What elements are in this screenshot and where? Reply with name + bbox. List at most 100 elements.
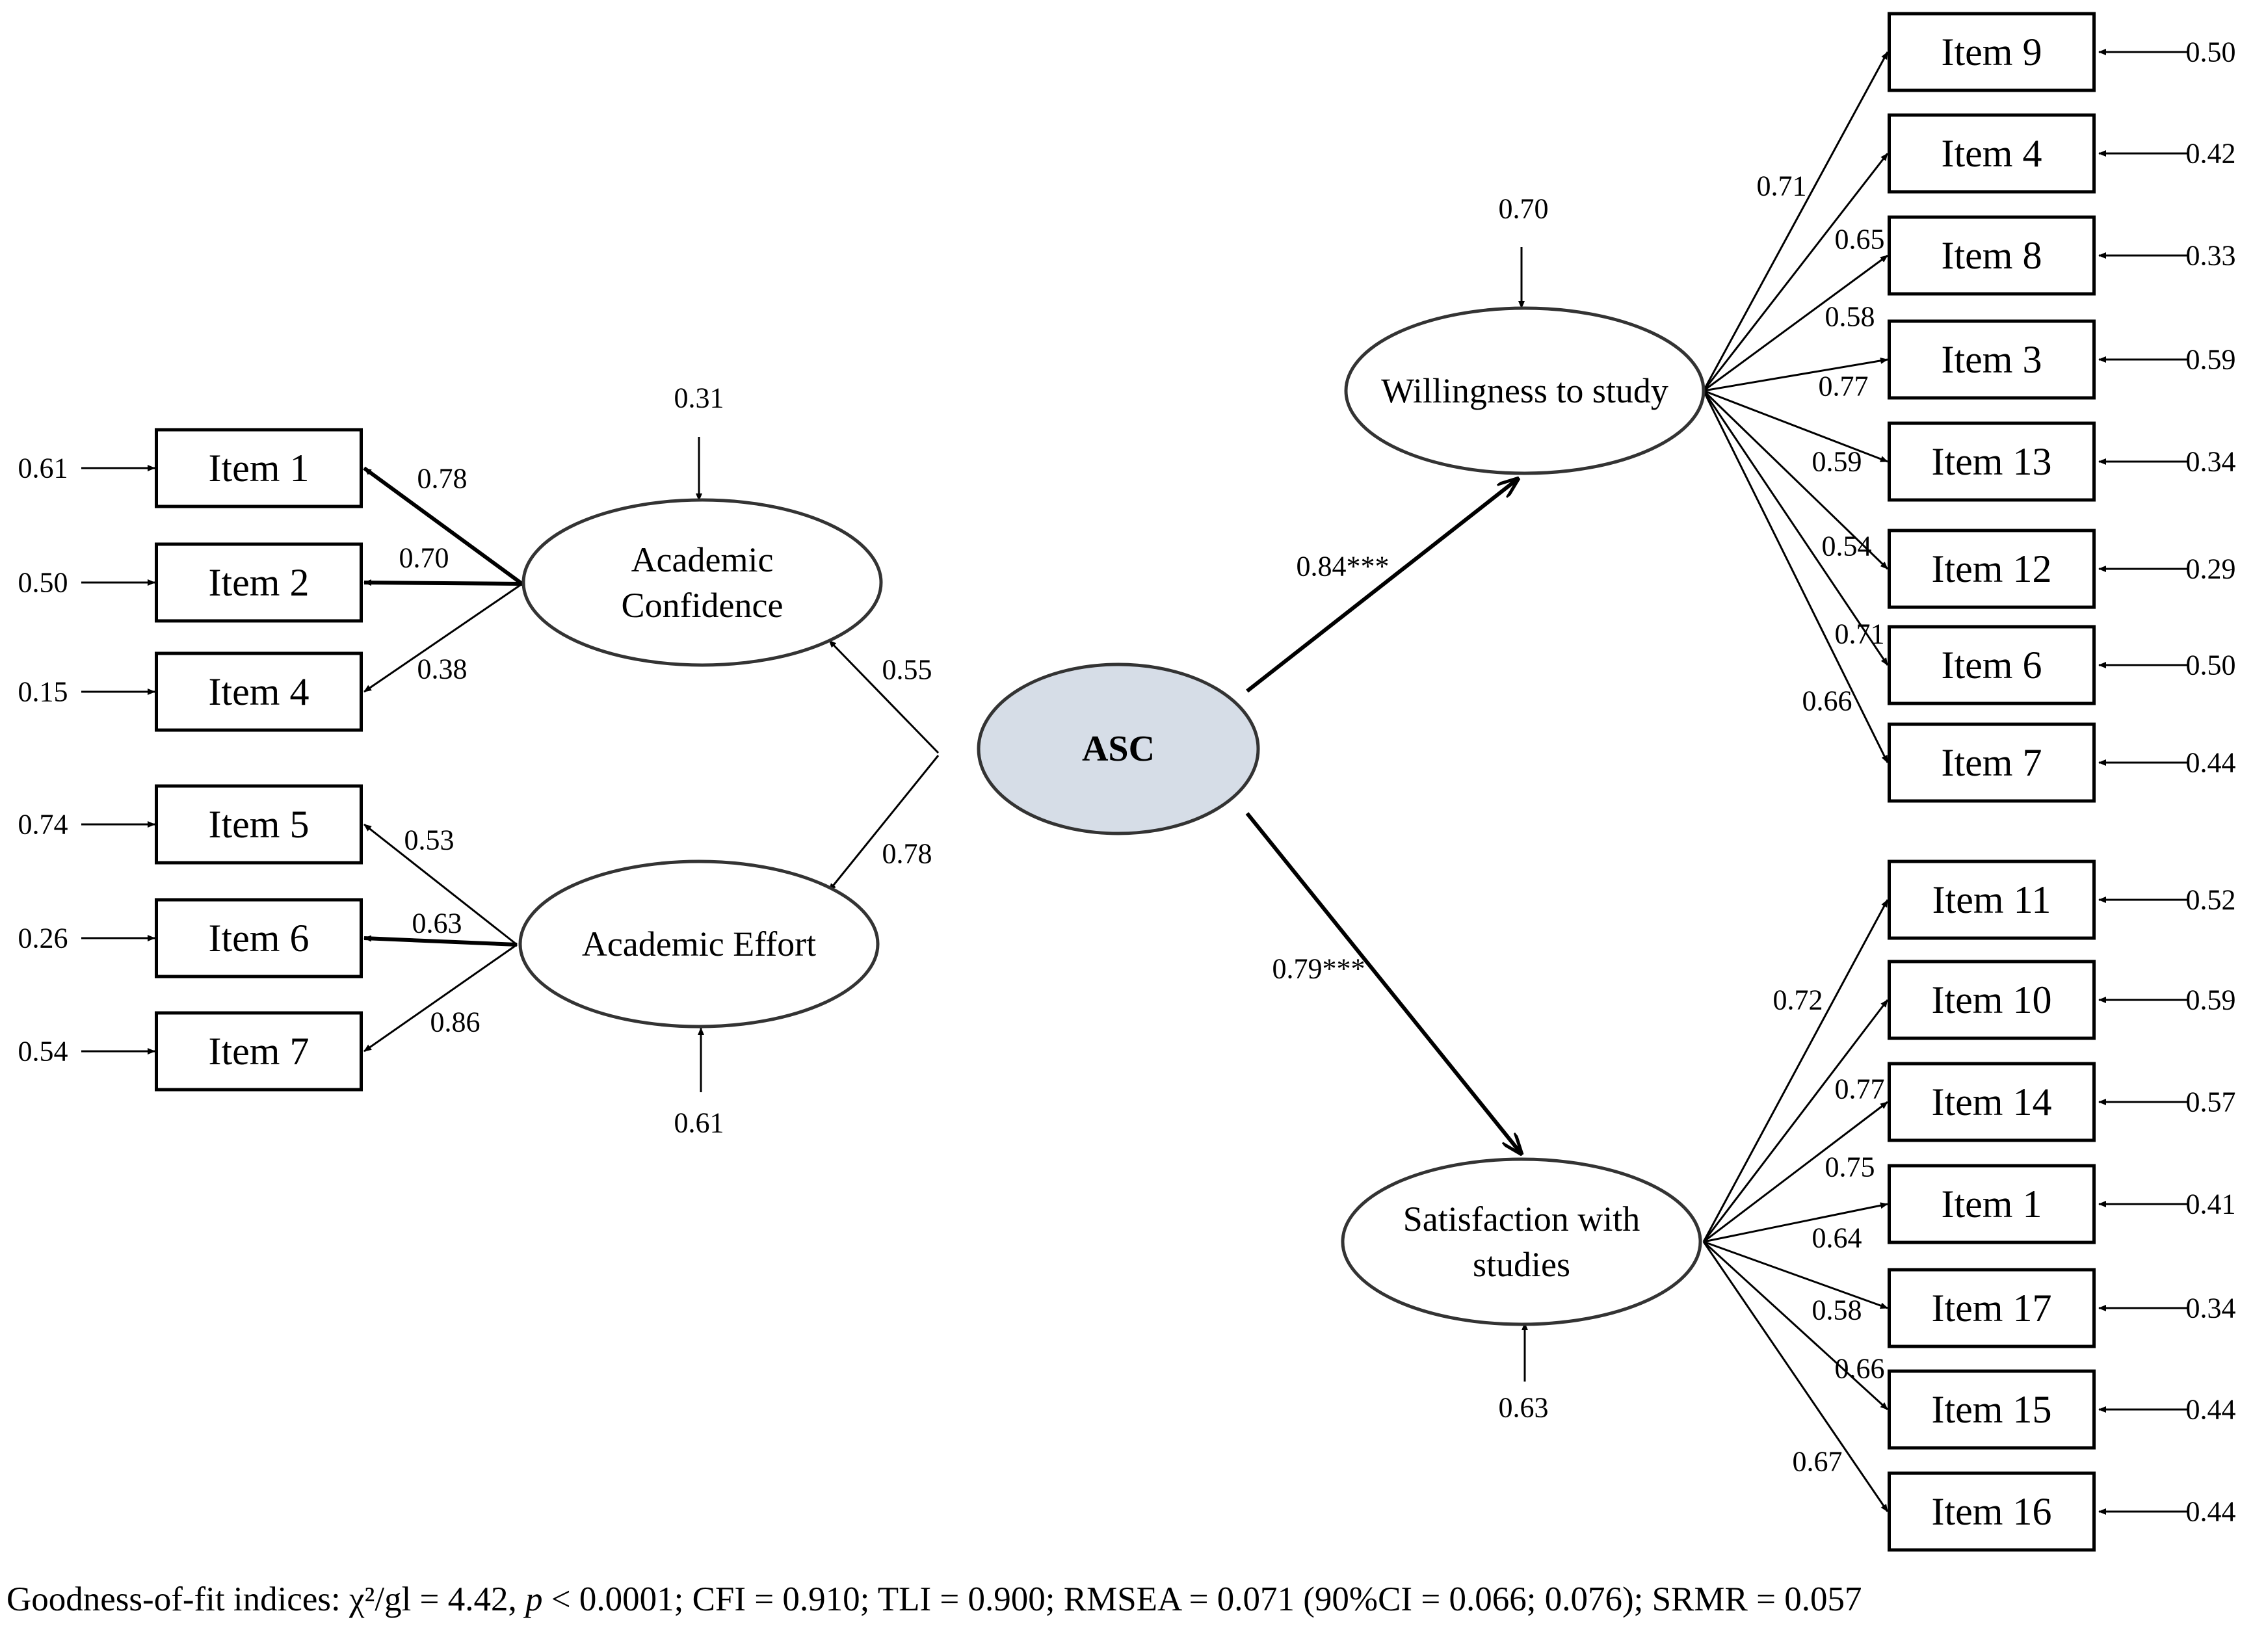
satisfaction-loading: 0.75 bbox=[1825, 1151, 1875, 1183]
satisfaction-item-label: Item 14 bbox=[1932, 1081, 2052, 1123]
effort-loading-arrow bbox=[363, 823, 518, 946]
willingness-error: 0.33 bbox=[2186, 240, 2236, 272]
satisfaction-item-box bbox=[1888, 1062, 2096, 1142]
satisfaction-item-label: Item 10 bbox=[1932, 978, 2052, 1021]
willingness-error: 0.29 bbox=[2186, 553, 2236, 585]
effort-loading-arrow bbox=[363, 943, 518, 1053]
effort-item-label: Item 6 bbox=[209, 917, 310, 960]
willingness-loading-arrow bbox=[1702, 389, 1889, 570]
willingness-to-study-label-line: Willingness to study bbox=[1381, 371, 1668, 410]
effort-item-box bbox=[155, 1011, 363, 1092]
residual-academic-effort: 0.61 bbox=[674, 1107, 724, 1139]
effort-error: 0.26 bbox=[18, 923, 68, 954]
academic-confidence-label-line: Confidence bbox=[622, 586, 784, 625]
willingness-loading: 0.71 bbox=[1757, 170, 1807, 202]
path-asc-academic-effort bbox=[828, 755, 940, 891]
willingness-loading: 0.58 bbox=[1825, 301, 1875, 333]
residual-willingness: 0.70 bbox=[1499, 193, 1549, 225]
willingness-error: 0.50 bbox=[2186, 649, 2236, 681]
satisfaction-loading-arrow bbox=[1702, 899, 1889, 1242]
willingness-loading: 0.71 bbox=[1835, 618, 1885, 650]
confidence-error: 0.15 bbox=[18, 676, 68, 708]
fit-prefix: Goodness-of-fit indices: χ²/gl = 4.42, bbox=[7, 1580, 525, 1618]
willingness-item-box bbox=[1888, 421, 2096, 502]
satisfaction-item-label: Item 1 bbox=[1942, 1183, 2042, 1226]
willingness-item-label: Item 7 bbox=[1942, 741, 2042, 784]
satisfaction-error: 0.34 bbox=[2186, 1292, 2236, 1324]
willingness-loading-arrow bbox=[1702, 153, 1889, 391]
goodness-of-fit-indices: Goodness-of-fit indices: χ²/gl = 4.42, p… bbox=[7, 1580, 1862, 1619]
willingness-loading: 0.66 bbox=[1802, 685, 1852, 717]
academic-confidence-label-line: Academic bbox=[631, 540, 774, 579]
satisfaction-loading-arrow bbox=[1702, 1241, 1889, 1512]
satisfaction-item-box bbox=[1888, 859, 2096, 940]
satisfaction-loading-arrow bbox=[1703, 1240, 1888, 1309]
confidence-item-box bbox=[155, 651, 363, 732]
confidence-loading-arrow bbox=[363, 579, 523, 586]
satisfaction-item-box bbox=[1888, 1268, 2096, 1348]
academic-effort-ellipse bbox=[518, 859, 880, 1029]
satisfaction-item-box bbox=[1888, 1369, 2096, 1450]
confidence-error: 0.61 bbox=[18, 452, 68, 484]
satisfaction-with-studies-label-line: Satisfaction with bbox=[1403, 1200, 1640, 1239]
willingness-loading: 0.77 bbox=[1819, 371, 1869, 402]
willingness-error: 0.34 bbox=[2186, 446, 2236, 478]
satisfaction-item-label: Item 16 bbox=[1932, 1490, 2052, 1533]
willingness-item-label: Item 3 bbox=[1942, 338, 2042, 381]
satisfaction-loading-arrow bbox=[1702, 999, 1889, 1242]
satisfaction-loading-arrow bbox=[1703, 1101, 1888, 1243]
confidence-item-box bbox=[155, 542, 363, 623]
willingness-item-label: Item 4 bbox=[1942, 132, 2042, 175]
willingness-item-label: Item 13 bbox=[1932, 440, 2052, 483]
willingness-loading: 0.59 bbox=[1812, 446, 1862, 478]
academic-confidence-ellipse bbox=[521, 498, 883, 667]
confidence-loading: 0.78 bbox=[417, 463, 468, 495]
confidence-item-label: Item 2 bbox=[209, 561, 310, 604]
path-label-satisfaction: 0.79*** bbox=[1272, 953, 1365, 985]
willingness-item-box bbox=[1888, 12, 2096, 92]
effort-item-box bbox=[155, 784, 363, 865]
willingness-item-label: Item 6 bbox=[1942, 644, 2042, 687]
satisfaction-error: 0.44 bbox=[2186, 1496, 2236, 1528]
satisfaction-error: 0.41 bbox=[2186, 1188, 2236, 1220]
willingness-loading: 0.54 bbox=[1822, 531, 1872, 562]
satisfaction-item-label: Item 17 bbox=[1932, 1287, 2052, 1330]
confidence-loading: 0.70 bbox=[399, 542, 449, 574]
willingness-loading-arrow bbox=[1702, 51, 1889, 391]
confidence-error: 0.50 bbox=[18, 567, 68, 599]
willingness-item-label: Item 12 bbox=[1932, 547, 2052, 590]
satisfaction-error: 0.57 bbox=[2186, 1086, 2236, 1118]
willingness-item-box bbox=[1888, 529, 2096, 609]
satisfaction-item-box bbox=[1888, 960, 2096, 1040]
satisfaction-error: 0.59 bbox=[2186, 984, 2236, 1016]
residual-satisfaction: 0.63 bbox=[1499, 1392, 1549, 1424]
willingness-item-box bbox=[1888, 722, 2096, 803]
willingness-item-box bbox=[1888, 113, 2096, 194]
willingness-item-box bbox=[1888, 215, 2096, 296]
willingness-error: 0.42 bbox=[2186, 138, 2236, 170]
satisfaction-item-box bbox=[1888, 1164, 2096, 1244]
confidence-item-box bbox=[155, 428, 363, 508]
academic-effort-label-line: Academic Effort bbox=[582, 924, 816, 964]
confidence-item-label: Item 1 bbox=[209, 447, 310, 490]
satisfaction-loading-arrow bbox=[1702, 1240, 1889, 1411]
path-label-academic-confidence: 0.55 bbox=[882, 654, 932, 686]
satisfaction-item-box bbox=[1888, 1471, 2096, 1552]
confidence-loading-arrow bbox=[363, 583, 523, 693]
path-asc-willingness bbox=[1246, 479, 1518, 693]
satisfaction-loading: 0.67 bbox=[1793, 1446, 1843, 1478]
effort-item-box bbox=[155, 898, 363, 978]
path-label-willingness: 0.84*** bbox=[1297, 551, 1390, 583]
satisfaction-item-label: Item 15 bbox=[1932, 1388, 2052, 1431]
effort-error: 0.74 bbox=[18, 809, 68, 841]
satisfaction-error: 0.44 bbox=[2186, 1394, 2236, 1426]
willingness-item-box bbox=[1888, 319, 2096, 400]
willingness-error: 0.44 bbox=[2186, 747, 2236, 779]
asc-label-line: ASC bbox=[1082, 729, 1155, 769]
willingness-loading-arrow bbox=[1702, 390, 1889, 666]
satisfaction-loading: 0.77 bbox=[1835, 1073, 1885, 1105]
asc-ellipse bbox=[977, 662, 1260, 835]
effort-item-label: Item 5 bbox=[209, 803, 310, 846]
willingness-loading-arrow bbox=[1703, 254, 1888, 392]
